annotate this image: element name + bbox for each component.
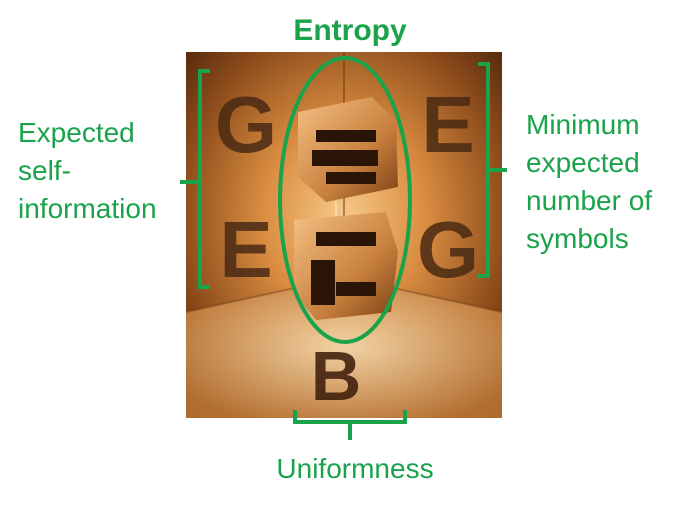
wooden-sculpture-upper <box>298 97 398 202</box>
wall-letter-g-left: G <box>215 80 277 169</box>
wall-letter-g-right: G <box>417 205 479 294</box>
bottom-annotation-label: Uniformness <box>276 453 434 484</box>
diagram-title: Entropy <box>293 14 407 47</box>
right-annotation-label: Minimum expected number of symbols <box>526 109 653 254</box>
left-annotation-label: Expected self-information <box>18 117 157 224</box>
floor-shadow-letter-b: B <box>311 337 362 415</box>
wooden-sculpture-lower <box>294 212 398 320</box>
wall-letter-e-left: E <box>219 205 272 294</box>
sculpture-photo: G E E G B <box>186 52 502 418</box>
room-floor <box>186 277 502 418</box>
wall-letter-e-right: E <box>421 80 474 169</box>
